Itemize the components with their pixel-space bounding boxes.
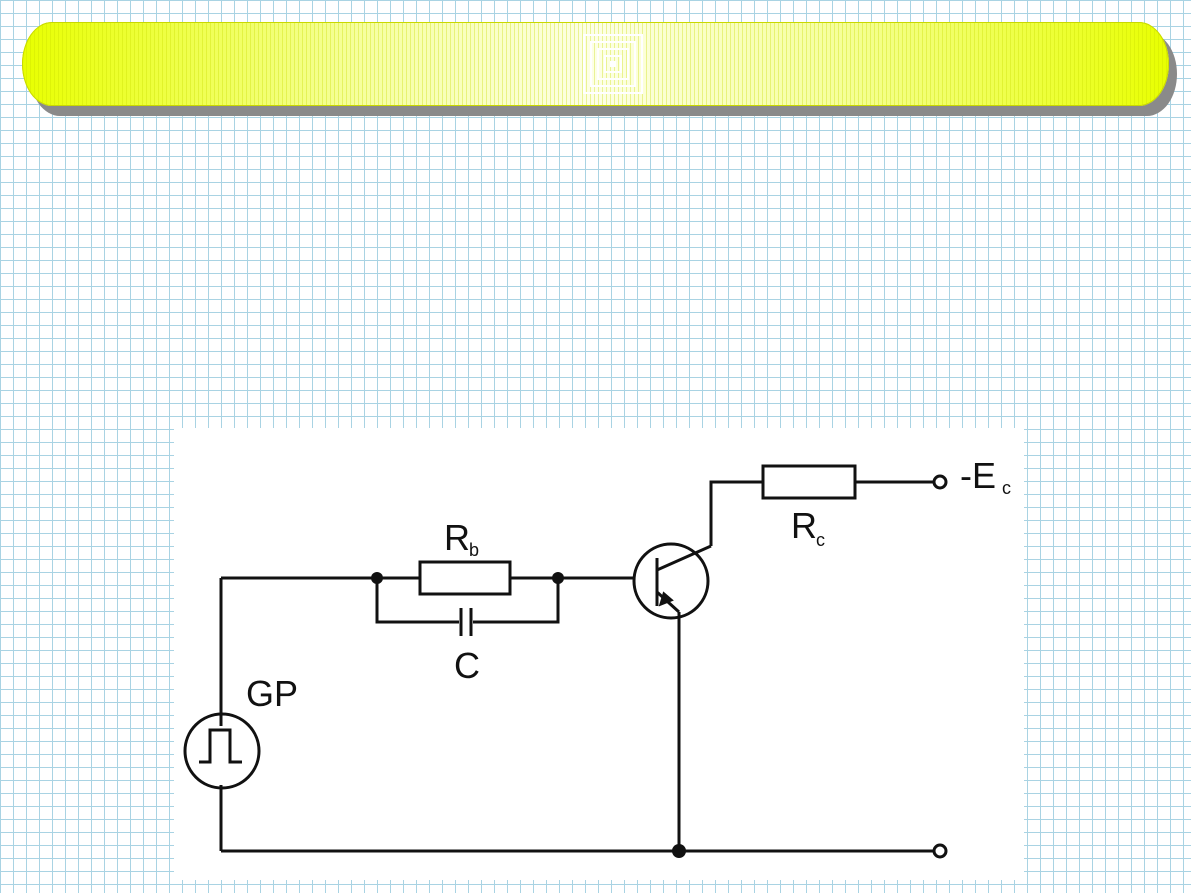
circuit-diagram-panel: R b C GP R c -E c (174, 428, 1024, 880)
title-banner (22, 22, 1169, 106)
pulse-generator (183, 712, 261, 790)
collector-resistor-label: R (791, 505, 817, 546)
ground-junction-dot (672, 844, 686, 858)
junction-dot (371, 572, 383, 584)
capacitor (459, 608, 473, 636)
supply-label: -E (960, 455, 996, 496)
base-resistor-subscript: b (469, 540, 479, 560)
supply-subscript: c (1002, 478, 1011, 498)
circuit-diagram: R b C GP R c -E c (183, 455, 1011, 859)
capacitor-label: C (454, 645, 480, 686)
transistor-collector (656, 544, 712, 572)
junction-dot (552, 572, 564, 584)
transistor-envelope (632, 542, 710, 620)
generator-label: GP (246, 673, 298, 714)
collector-resistor (761, 464, 857, 500)
collector-wire (709, 480, 763, 546)
collector-resistor-subscript: c (816, 530, 825, 550)
emitter-arrow (658, 591, 674, 607)
capacitor-branch (375, 578, 560, 624)
supply-terminal (932, 474, 948, 490)
base-resistor-label: R (444, 517, 470, 558)
pulse-waveform-icon (199, 728, 242, 764)
base-resistor (418, 560, 512, 596)
ground-terminal (932, 843, 948, 859)
banner-emblem-icon (583, 34, 643, 94)
